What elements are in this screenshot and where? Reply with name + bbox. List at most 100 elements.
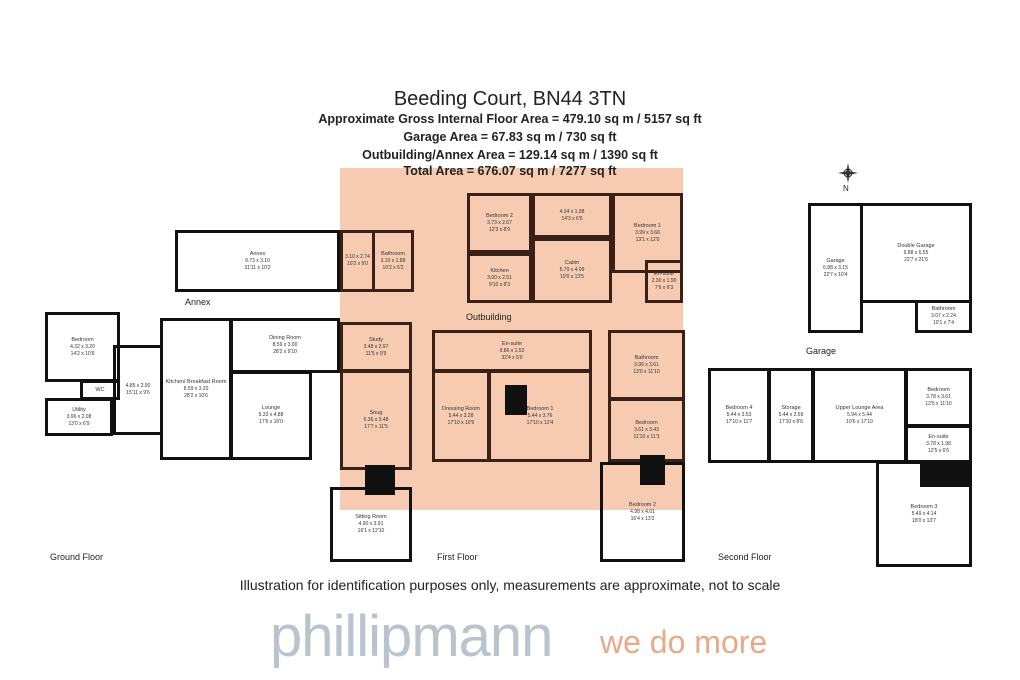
- room-name: Bedroom 2: [486, 212, 513, 219]
- room-imperial: 28'2 x 10'6: [184, 392, 208, 399]
- room-name: Sitting Room: [355, 514, 387, 520]
- room-metric: 3.10 x 1.88: [380, 257, 406, 264]
- room-name: Bedroom 1: [634, 222, 661, 229]
- room-name: Utility: [72, 406, 86, 413]
- room-imperial: 19'0 x 13'5: [560, 274, 584, 280]
- room-name: WC: [95, 386, 105, 393]
- room-gf-wc: WC: [80, 380, 120, 400]
- room-metric: 8.59 x 3.20: [183, 385, 209, 392]
- room-metric: 4.34 x 1.98: [559, 208, 585, 215]
- room-metric: 5.44 x 3.76: [527, 412, 553, 419]
- room-name: Bedroom 2: [629, 501, 656, 508]
- room-name: Kitchen/ Breakfast Room: [165, 378, 227, 385]
- room-imperial: 22'7 x 10'4: [823, 271, 848, 278]
- room-imperial: 12'5 x 11'10: [925, 401, 952, 407]
- watermark-brand: phillipmann: [270, 604, 553, 669]
- room-imperial: 7'6 x 6'3: [654, 285, 674, 291]
- room-name: Storage: [781, 405, 801, 411]
- room-imperial: 17'10 x 12'4: [526, 419, 554, 426]
- room-metric: 3.96 x 2.08: [66, 413, 92, 420]
- room-name: Cabin: [564, 260, 580, 266]
- compass-label: N: [843, 184, 849, 193]
- room-name: Bedroom 1: [526, 405, 554, 412]
- room-metric: 4.90 x 3.91: [358, 521, 384, 527]
- room-metric: 4.32 x 3.20: [70, 343, 95, 350]
- chimney-stack: [920, 462, 972, 487]
- room-metric: 3.99 x 3.66: [635, 229, 660, 236]
- disclaimer: Illustration for identification purposes…: [239, 577, 781, 593]
- room-metric: 9.86 x 1.52: [499, 347, 525, 354]
- room-metric: 5.44 x 3.53: [726, 412, 752, 418]
- room-metric: 2.30 x 1.90: [651, 278, 677, 284]
- room-imperial: 11'5 x 9'9: [365, 350, 387, 357]
- room-name: Bedroom: [927, 387, 950, 393]
- section-ground-floor: Ground Floor: [50, 552, 104, 562]
- room-imperial: 19'6 x 17'10: [846, 419, 873, 425]
- room-name: En-suite: [501, 340, 523, 347]
- room-imperial: 10'2 x 9'0: [346, 261, 369, 267]
- room-metric: 5.36 x 3.48: [363, 416, 389, 423]
- room-imperial: 12'3 x 8'9: [488, 226, 511, 233]
- room-metric: 3.78 x 3.61: [926, 394, 951, 400]
- room-imperial: 16'1 x 12'10: [357, 528, 385, 534]
- room-metric: 3.78 x 1.98: [926, 440, 951, 447]
- room-metric: 3.73 x 2.67: [487, 219, 512, 226]
- room-name: Double Garage: [897, 242, 935, 249]
- room-metric: 8.59 x 3.00: [272, 342, 298, 348]
- room-metric: 3.61 x 3.43: [634, 426, 659, 433]
- room-metric: 6.88 x 3.15: [823, 264, 848, 271]
- highlight-area: [340, 168, 683, 510]
- room-metric: 9.73 x 3.10: [245, 257, 270, 264]
- room-imperial: 13'0 x 11'10: [633, 368, 660, 375]
- room-name: Bedroom 4: [725, 405, 753, 411]
- room-name: Bedroom: [635, 419, 658, 426]
- room-name: Annex: [249, 250, 266, 257]
- room-metric: 4.98 x 4.01: [630, 508, 655, 515]
- room-imperial: 10'1 x 7'4: [932, 320, 955, 326]
- room-imperial: 12'5 x 6'6: [927, 447, 950, 454]
- room-metric: 3.07 x 2.24: [931, 313, 956, 319]
- chimney-stack: [365, 465, 395, 495]
- room-metric: 5.79 x 4.09: [559, 267, 585, 273]
- room-name: Bedroom: [71, 336, 94, 343]
- room-name: Kitchen: [490, 267, 509, 274]
- watermark-tagline: we do more: [600, 624, 768, 660]
- room-name: Dining Room: [269, 335, 301, 341]
- room-imperial: 17'6 x 16'0: [259, 419, 283, 425]
- room-imperial: 17'7 x 11'5: [364, 423, 388, 430]
- room-imperial: 32'4 x 5'0: [501, 354, 523, 361]
- room-imperial: 10'2 x 6'2: [382, 264, 404, 271]
- room-name: Bathroom: [931, 306, 956, 312]
- room-metric: 5.33 x 4.88: [258, 412, 284, 418]
- room-imperial: 13'0 x 6'9: [68, 420, 90, 427]
- room-metric: 3.96 x 3.61: [634, 361, 659, 368]
- area-outbuilding: Outbuilding/Annex Area = 129.14 sq m / 1…: [362, 148, 658, 162]
- room-metric: 6.88 x 6.55: [903, 249, 929, 256]
- room-metric: 5.49 x 4.14: [911, 510, 937, 517]
- area-gross: Approximate Gross Internal Floor Area = …: [318, 112, 702, 126]
- room-imperial: 16'4 x 13'2: [630, 515, 655, 522]
- room-metric: 3.00 x 2.51: [487, 274, 512, 281]
- section-first-floor: First Floor: [437, 552, 478, 562]
- room-name: Garage: [826, 257, 845, 264]
